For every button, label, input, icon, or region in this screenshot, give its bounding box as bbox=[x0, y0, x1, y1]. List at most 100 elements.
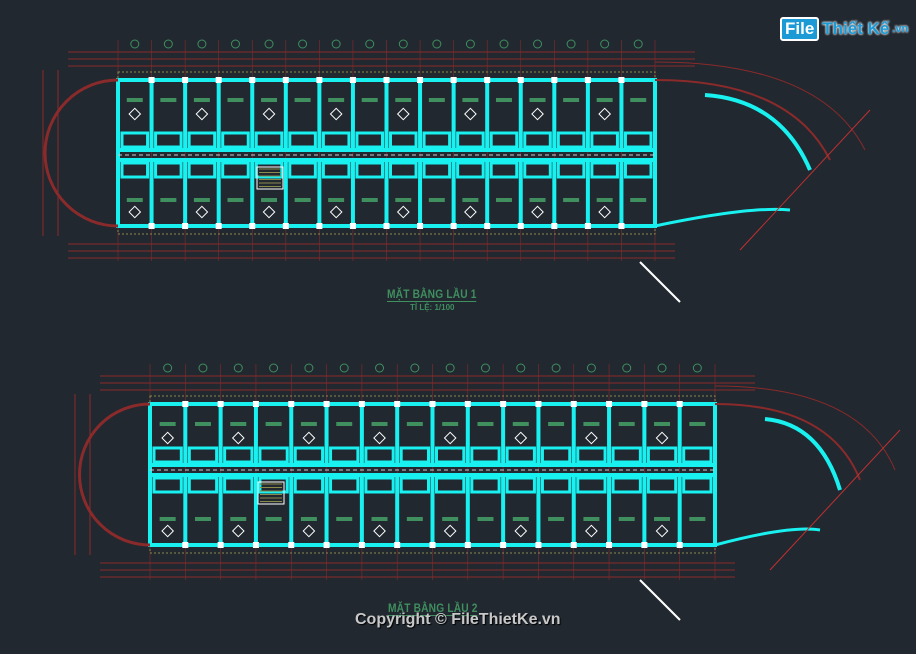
bathroom-wall bbox=[456, 161, 485, 179]
grid-bubble bbox=[331, 39, 341, 49]
room-label bbox=[300, 422, 317, 426]
logo-box: File bbox=[780, 17, 820, 41]
room-label bbox=[371, 517, 388, 521]
room-label bbox=[462, 98, 479, 102]
column bbox=[383, 77, 390, 83]
level-marker bbox=[655, 524, 669, 538]
level-marker bbox=[598, 107, 612, 121]
logo-tld: .vn bbox=[892, 23, 909, 35]
level-marker bbox=[464, 107, 477, 121]
bathroom-wall bbox=[187, 446, 219, 464]
bathroom-wall bbox=[120, 161, 150, 179]
bathroom-wall bbox=[355, 131, 384, 149]
column bbox=[182, 401, 189, 407]
bathroom-wall bbox=[590, 131, 619, 149]
level-marker bbox=[262, 107, 276, 121]
room-label bbox=[689, 517, 706, 521]
grid-bubble bbox=[622, 363, 632, 373]
room-label bbox=[477, 422, 494, 426]
column bbox=[349, 223, 356, 229]
bathroom-wall bbox=[321, 161, 351, 179]
level-marker bbox=[231, 431, 245, 445]
room-label bbox=[689, 422, 706, 426]
column bbox=[282, 77, 289, 83]
bathroom-wall bbox=[187, 476, 219, 494]
left-rounded-end bbox=[78, 402, 151, 547]
column bbox=[217, 542, 224, 548]
level-marker bbox=[655, 431, 669, 445]
room-label bbox=[442, 422, 459, 426]
level-marker bbox=[514, 431, 528, 445]
room-label bbox=[583, 422, 600, 426]
level-marker bbox=[161, 524, 175, 538]
bathroom-wall bbox=[187, 131, 217, 149]
wing-outer-curve bbox=[714, 403, 861, 481]
column bbox=[358, 401, 365, 407]
bathroom-wall bbox=[254, 131, 284, 149]
room-label bbox=[462, 198, 479, 202]
column bbox=[182, 542, 189, 548]
room-label bbox=[193, 98, 210, 102]
bathroom-wall bbox=[355, 161, 384, 179]
room-label bbox=[371, 422, 388, 426]
bathroom-wall bbox=[646, 476, 678, 494]
room-label bbox=[563, 98, 580, 102]
grid-bubble bbox=[566, 39, 576, 49]
room-label bbox=[654, 422, 671, 426]
bathroom-wall bbox=[154, 161, 183, 179]
bathroom-wall bbox=[258, 476, 289, 494]
grid-bubble bbox=[633, 39, 643, 49]
grid-bubble bbox=[533, 39, 543, 49]
level-marker bbox=[302, 524, 316, 538]
wing-outer-curve bbox=[654, 79, 831, 161]
room-label bbox=[261, 98, 278, 102]
level-marker bbox=[585, 524, 598, 538]
level-marker bbox=[128, 107, 142, 121]
grid-bubble bbox=[304, 363, 314, 373]
bathroom-wall bbox=[682, 446, 713, 464]
level-marker bbox=[329, 205, 343, 219]
bathroom-wall bbox=[321, 131, 351, 149]
grid-bubble bbox=[298, 39, 308, 49]
level-marker bbox=[161, 431, 175, 445]
column bbox=[484, 223, 491, 229]
room-label bbox=[160, 98, 177, 102]
grid-bubble bbox=[480, 363, 490, 373]
level-marker bbox=[585, 431, 598, 445]
column bbox=[584, 223, 591, 229]
room-label bbox=[654, 517, 671, 521]
level-marker bbox=[128, 205, 142, 219]
room-label bbox=[495, 198, 512, 202]
section-cut-marker bbox=[639, 261, 681, 303]
grid-bubble bbox=[198, 363, 208, 373]
left-rounded-end bbox=[43, 78, 119, 228]
column bbox=[288, 401, 295, 407]
room-label bbox=[300, 517, 317, 521]
level-marker bbox=[396, 107, 410, 121]
column bbox=[641, 401, 648, 407]
room-label bbox=[395, 98, 412, 102]
wing-inner-curve bbox=[654, 207, 791, 228]
grid-bubble bbox=[551, 363, 561, 373]
room-label bbox=[583, 517, 600, 521]
grid-bubble bbox=[465, 39, 475, 49]
level-marker bbox=[373, 431, 386, 445]
room-label bbox=[160, 198, 177, 202]
column bbox=[316, 223, 323, 229]
column bbox=[282, 223, 289, 229]
bathroom-wall bbox=[288, 131, 317, 149]
bathroom-wall bbox=[682, 476, 713, 494]
level-marker bbox=[514, 524, 528, 538]
room-label bbox=[194, 517, 211, 521]
room-label bbox=[442, 517, 459, 521]
column bbox=[249, 77, 256, 83]
section-line bbox=[739, 109, 871, 251]
column bbox=[394, 542, 401, 548]
room-label bbox=[529, 98, 546, 102]
room-label bbox=[596, 198, 613, 202]
column bbox=[288, 542, 295, 548]
column bbox=[358, 542, 365, 548]
room-label bbox=[227, 198, 244, 202]
grid-bubble bbox=[197, 39, 207, 49]
